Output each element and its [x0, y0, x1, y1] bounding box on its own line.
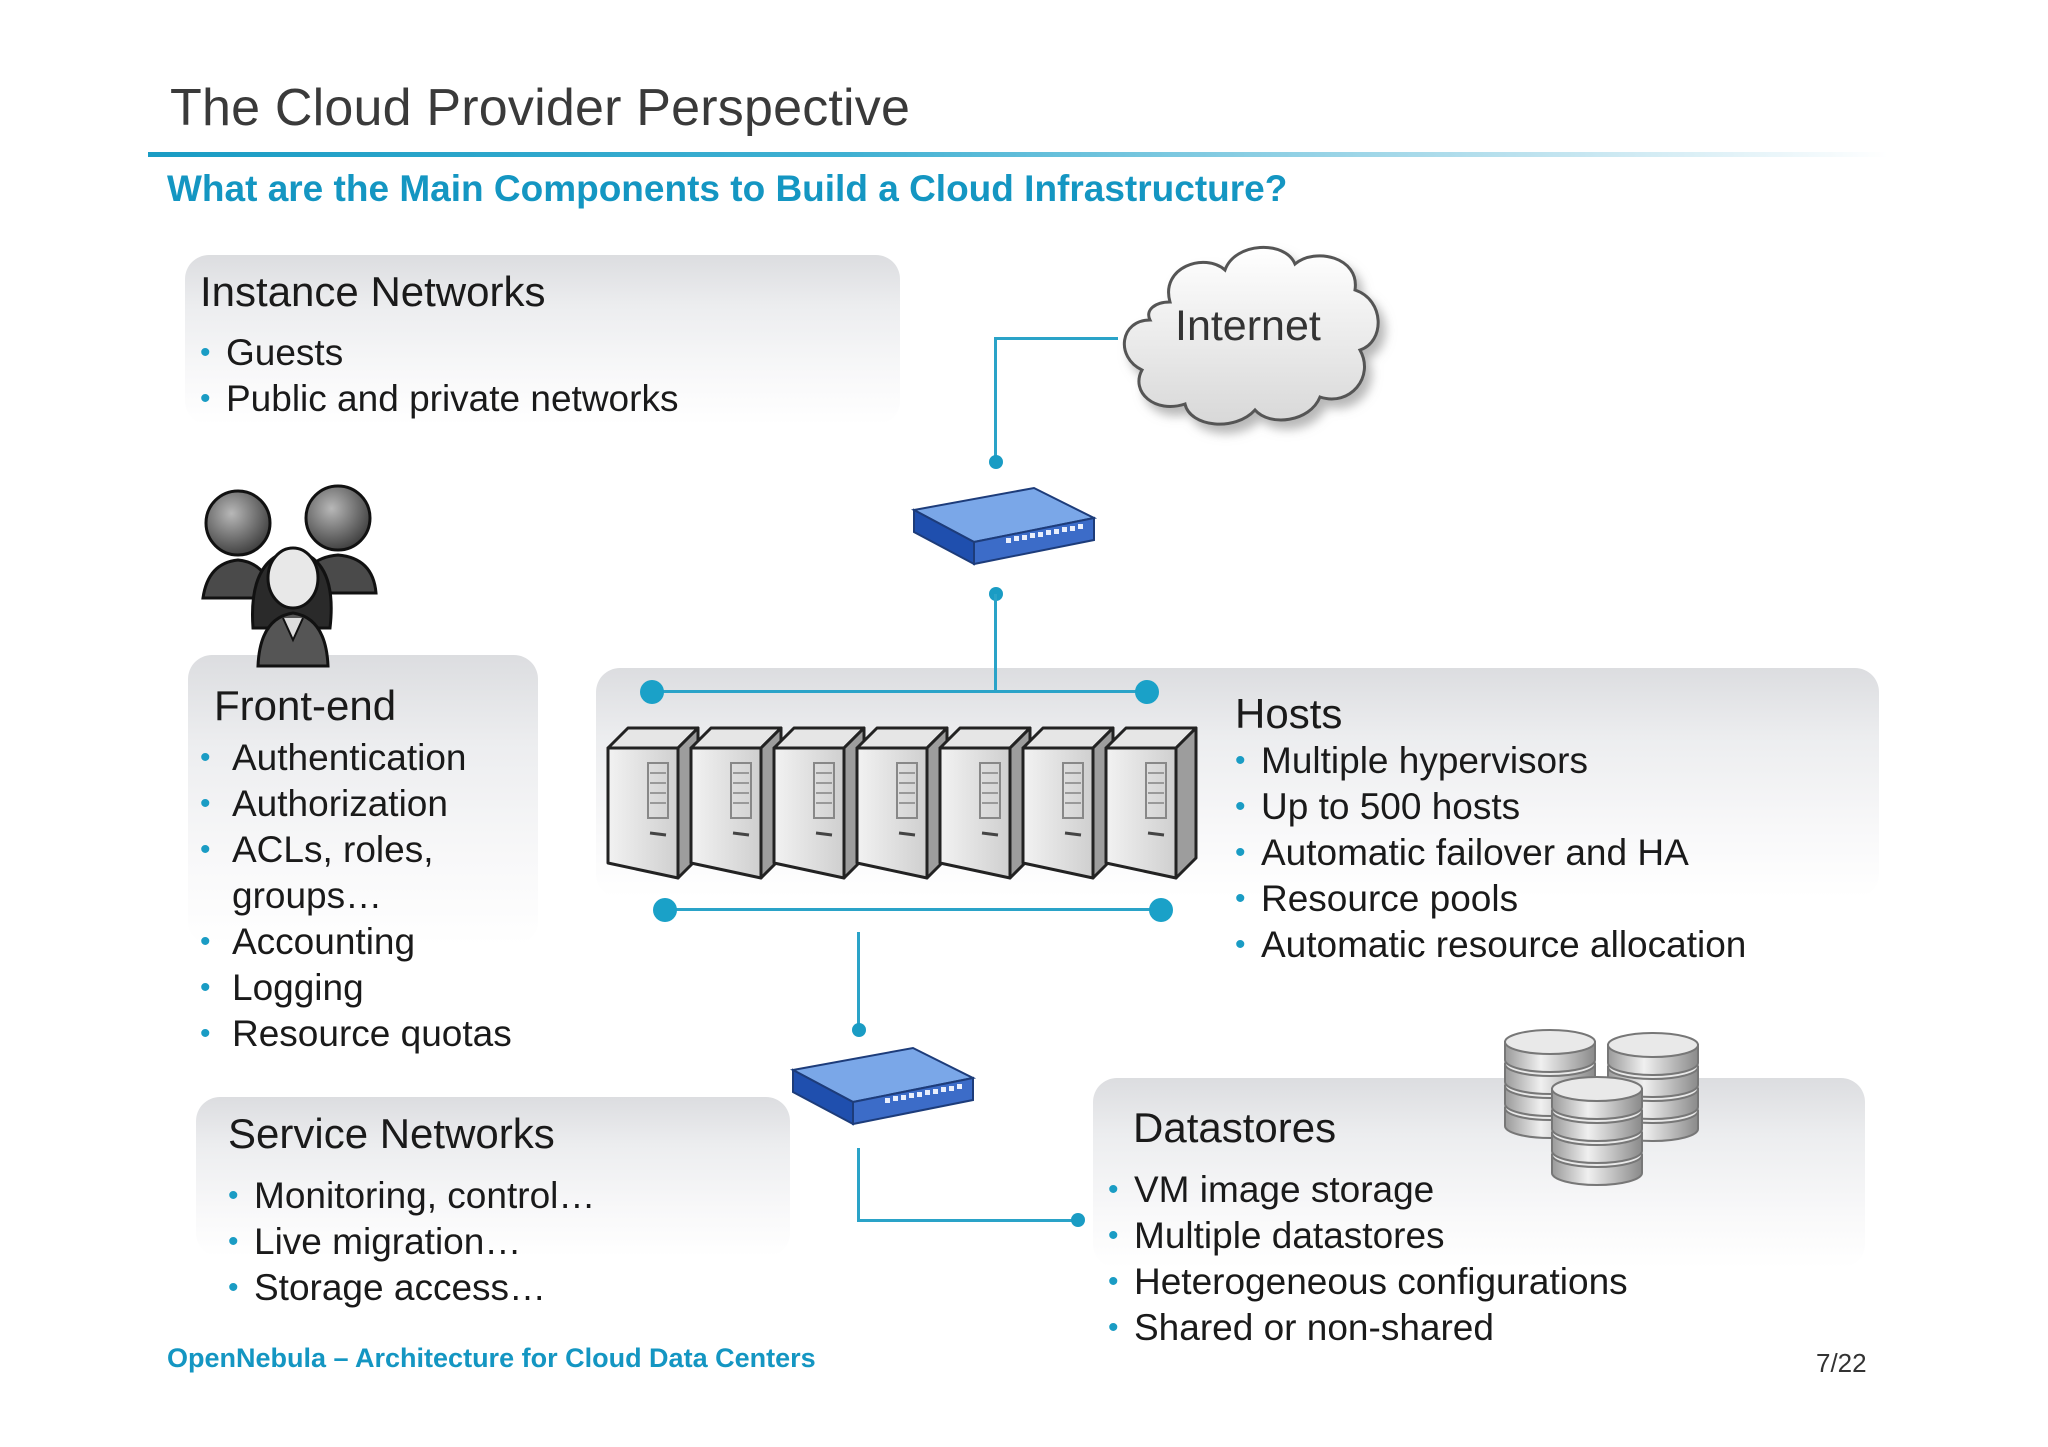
list-item: Heterogeneous configurations — [1108, 1259, 1628, 1305]
server-tower-icon — [606, 726, 700, 880]
frontend-list: Authentication Authorization ACLs, roles… — [200, 735, 520, 1057]
service-networks-list: Monitoring, control… Live migration… Sto… — [228, 1173, 595, 1311]
instance-networks-heading: Instance Networks — [200, 268, 546, 315]
datastores-heading: Datastores — [1133, 1104, 1337, 1151]
connector-dot — [852, 1023, 866, 1037]
list-item: Up to 500 hosts — [1235, 784, 1746, 830]
list-item: Guests — [200, 330, 678, 376]
connector-line — [857, 932, 860, 1027]
connector-dot — [1071, 1213, 1085, 1227]
bus-endpoint-dot — [653, 898, 677, 922]
host-bus-bottom — [664, 908, 1160, 911]
database-stack-icon — [1500, 1025, 1710, 1195]
bus-endpoint-dot — [1135, 680, 1159, 704]
bus-endpoint-dot — [640, 680, 664, 704]
network-switch-icon — [790, 1046, 977, 1126]
connector-line — [857, 1148, 860, 1222]
connector-line — [994, 337, 1118, 340]
list-item: Logging — [200, 965, 520, 1011]
hosts-list: Multiple hypervisors Up to 500 hosts Aut… — [1235, 738, 1746, 968]
list-item: Accounting — [200, 919, 520, 965]
list-item: Resource pools — [1235, 876, 1746, 922]
service-networks-heading: Service Networks — [228, 1110, 555, 1157]
list-item: Live migration… — [228, 1219, 595, 1265]
connector-line — [994, 337, 997, 459]
list-item: Monitoring, control… — [228, 1173, 595, 1219]
list-item: Automatic resource allocation — [1235, 922, 1746, 968]
connector-line — [857, 1219, 1075, 1222]
network-switch-icon — [911, 486, 1098, 566]
server-tower-icon — [855, 726, 949, 880]
hosts-heading: Hosts — [1235, 690, 1343, 737]
list-item: Public and private networks — [200, 376, 678, 422]
server-tower-icon — [689, 726, 783, 880]
list-item: Authorization — [200, 781, 520, 827]
cloud-icon — [1123, 245, 1380, 426]
bus-endpoint-dot — [1149, 898, 1173, 922]
server-tower-icon — [1021, 726, 1115, 880]
instance-networks-list: Guests Public and private networks — [200, 330, 678, 422]
list-item: VM image storage — [1108, 1167, 1628, 1213]
slide-subtitle: What are the Main Components to Build a … — [167, 168, 1288, 209]
list-item: Multiple datastores — [1108, 1213, 1628, 1259]
slide-title: The Cloud Provider Perspective — [170, 79, 911, 137]
list-item: Shared or non-shared — [1108, 1305, 1628, 1351]
server-rack — [606, 726, 1198, 880]
server-tower-icon — [772, 726, 866, 880]
title-divider — [148, 152, 1888, 157]
server-tower-icon — [1104, 726, 1198, 880]
page-number: 7/22 — [1816, 1348, 1867, 1378]
internet-label: Internet — [1175, 302, 1321, 350]
host-bus-top — [651, 690, 1147, 693]
list-item: ACLs, roles, groups… — [200, 827, 520, 919]
list-item: Resource quotas — [200, 1011, 520, 1057]
list-item: Multiple hypervisors — [1235, 738, 1746, 784]
list-item: Automatic failover and HA — [1235, 830, 1746, 876]
connector-dot — [989, 455, 1003, 469]
list-item: Storage access… — [228, 1265, 595, 1311]
footer-title: OpenNebula – Architecture for Cloud Data… — [167, 1343, 816, 1373]
server-tower-icon — [938, 726, 1032, 880]
users-icon — [201, 484, 378, 668]
connector-line — [994, 594, 997, 690]
datastores-list: VM image storage Multiple datastores Het… — [1108, 1167, 1628, 1351]
list-item: Authentication — [200, 735, 520, 781]
frontend-heading: Front-end — [214, 682, 397, 729]
